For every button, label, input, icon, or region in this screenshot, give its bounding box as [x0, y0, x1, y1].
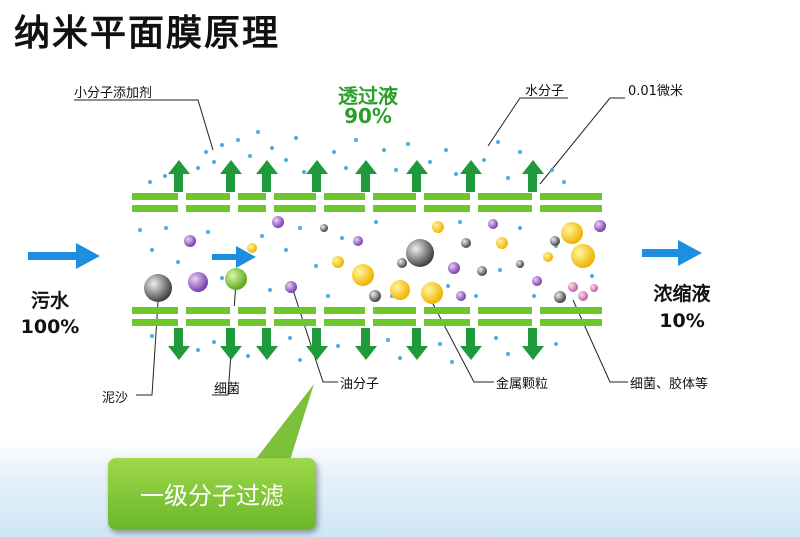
label-water-molecule: 水分子	[525, 84, 565, 99]
label-metal-particles: 金属颗粒	[496, 377, 549, 392]
page-title: 纳米平面膜原理	[14, 13, 281, 54]
flow-arrows	[28, 240, 702, 269]
callout-text: 一级分子过滤	[140, 482, 284, 510]
outflow-arrow	[642, 240, 702, 266]
particles	[144, 216, 606, 304]
membrane-pores	[178, 192, 540, 328]
permeate-arrows-down	[168, 328, 544, 360]
label-concentrate: 浓缩液	[653, 283, 711, 305]
label-pore-size: 0.01微米	[628, 84, 683, 99]
callout-box	[108, 458, 316, 530]
label-sand: 泥沙	[102, 391, 129, 406]
label-permeate: 透过液	[338, 84, 398, 108]
internal-flow-arrow	[212, 246, 256, 268]
label-permeate-percent: 90%	[344, 104, 392, 128]
metal-particle	[421, 282, 443, 304]
label-bacteria: 细菌	[214, 382, 241, 397]
label-concentrate-percent: 10%	[659, 310, 705, 332]
label-wastewater: 污水	[30, 290, 69, 312]
label-additive: 小分子添加剂	[74, 86, 153, 101]
inflow-arrow	[28, 243, 100, 269]
label-oil-molecule: 油分子	[340, 377, 380, 392]
leader-lines	[74, 97, 628, 396]
bacteria-particle	[225, 268, 247, 290]
permeate-arrows-up	[168, 160, 544, 192]
water-dots	[138, 130, 594, 364]
oil-molecule	[285, 281, 297, 293]
label-wastewater-percent: 100%	[20, 316, 80, 338]
sand-particle	[144, 274, 172, 302]
label-bacteria-colloids: 细菌、胶体等	[630, 377, 709, 392]
